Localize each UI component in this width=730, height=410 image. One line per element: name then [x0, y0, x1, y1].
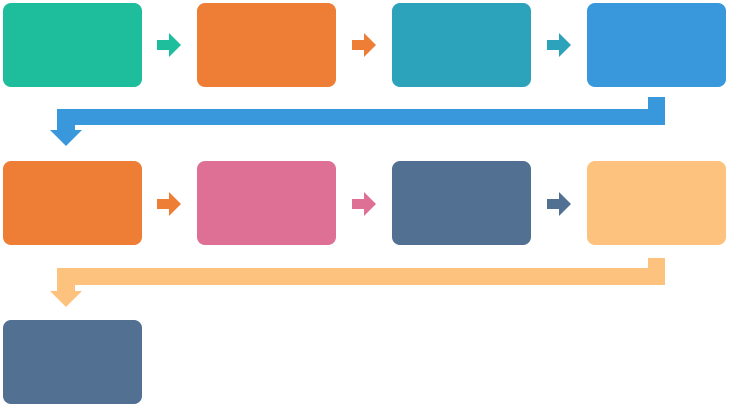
process-step-1 — [3, 3, 142, 87]
arrow-right-icon — [547, 192, 571, 216]
arrow-right-icon — [352, 192, 376, 216]
process-step-5 — [3, 161, 142, 245]
process-step-8 — [587, 161, 726, 245]
process-step-6 — [197, 161, 336, 245]
arrow-right-icon — [352, 33, 376, 57]
arrow-right-icon — [157, 192, 181, 216]
process-step-9 — [3, 320, 142, 404]
return-arrow-icon — [50, 258, 665, 307]
process-step-3 — [392, 3, 531, 87]
process-step-4 — [587, 3, 726, 87]
arrow-right-icon — [547, 33, 571, 57]
return-arrow-icon — [50, 97, 665, 146]
process-step-2 — [197, 3, 336, 87]
process-step-7 — [392, 161, 531, 245]
arrow-right-icon — [157, 33, 181, 57]
